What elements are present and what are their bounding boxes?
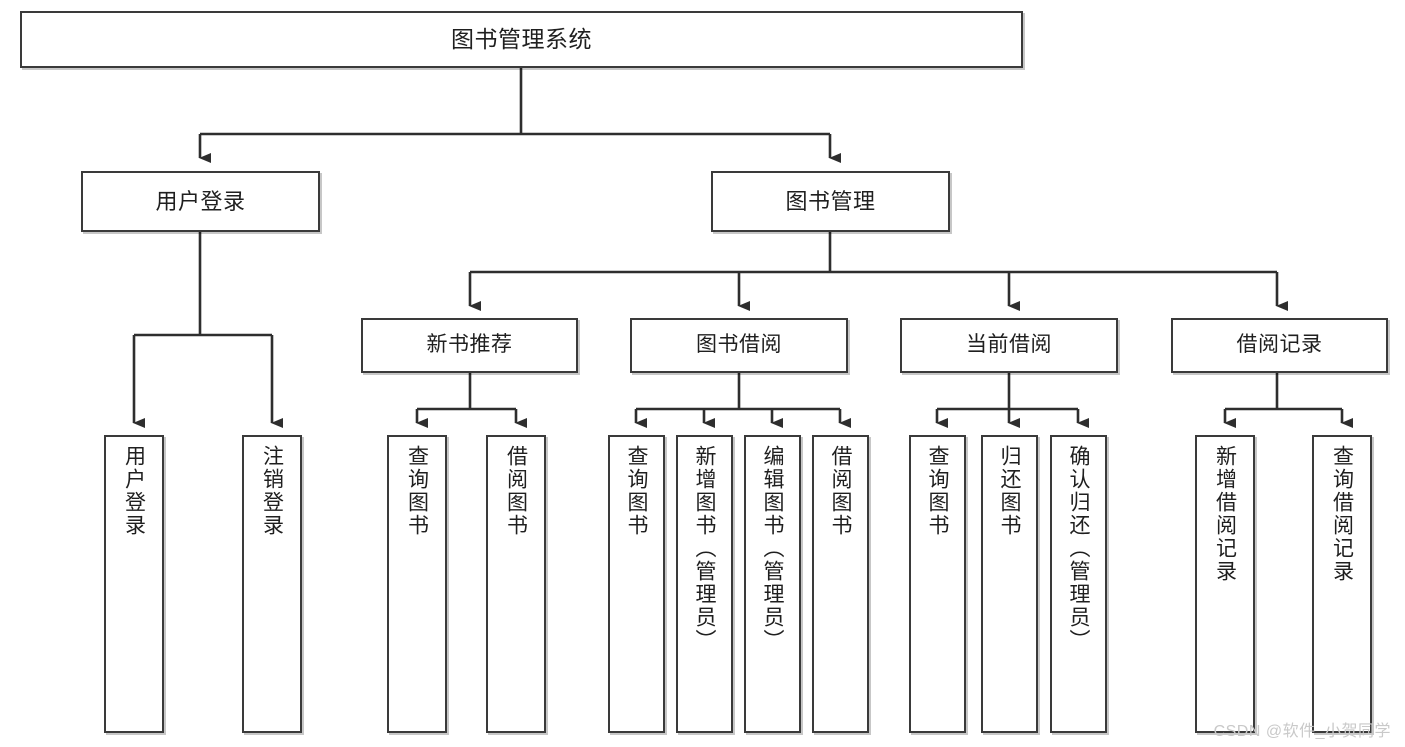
node-current-borrow[interactable]: 当前借阅 [900, 318, 1118, 373]
node-leaf-query-book-3[interactable]: 查询图书 [909, 435, 966, 733]
edge-new-book-rec-to-leaves [415, 373, 527, 428]
node-leaf-return-book-label: 归还图书 [998, 445, 1021, 537]
node-leaf-add-book-label: 新增图书（管理员） [693, 445, 716, 652]
node-leaf-borrow-book-2-label: 借阅图书 [829, 445, 852, 537]
node-leaf-query-book-2[interactable]: 查询图书 [608, 435, 665, 733]
edge-book-borrow-to-leaves [634, 373, 851, 428]
edge-book-manage-to-tier3 [468, 232, 1288, 311]
node-leaf-add-book[interactable]: 新增图书（管理员） [676, 435, 733, 733]
node-leaf-return-book[interactable]: 归还图书 [981, 435, 1038, 733]
node-borrow-record-label: 借阅记录 [1236, 333, 1323, 357]
node-book-manage[interactable]: 图书管理 [711, 171, 950, 232]
node-leaf-logout[interactable]: 注销登录 [242, 435, 302, 733]
node-current-borrow-label: 当前借阅 [966, 333, 1052, 357]
node-book-borrow[interactable]: 图书借阅 [630, 318, 848, 373]
node-leaf-borrow-book-1[interactable]: 借阅图书 [486, 435, 546, 733]
node-leaf-add-record[interactable]: 新增借阅记录 [1195, 435, 1255, 733]
node-leaf-borrow-book-1-label: 借阅图书 [504, 445, 528, 537]
edge-borrow-record-to-leaves [1223, 373, 1353, 428]
node-leaf-confirm-return-label: 确认归还（管理员） [1067, 445, 1090, 652]
node-leaf-query-record[interactable]: 查询借阅记录 [1312, 435, 1372, 733]
node-leaf-logout-label: 注销登录 [260, 445, 284, 537]
node-leaf-query-record-label: 查询借阅记录 [1330, 445, 1354, 583]
node-book-manage-label: 图书管理 [785, 188, 876, 214]
node-leaf-query-book-1-label: 查询图书 [405, 445, 429, 537]
node-leaf-query-book-3-label: 查询图书 [926, 445, 949, 537]
node-root[interactable]: 图书管理系统 [20, 11, 1023, 68]
edge-current-borrow-to-leaves [935, 373, 1089, 428]
node-leaf-edit-book[interactable]: 编辑图书（管理员） [744, 435, 801, 733]
node-leaf-confirm-return[interactable]: 确认归还（管理员） [1050, 435, 1107, 733]
edge-root-to-tier2 [198, 68, 841, 163]
node-leaf-user-login[interactable]: 用户登录 [104, 435, 164, 733]
node-book-borrow-label: 图书借阅 [696, 333, 782, 357]
node-leaf-add-record-label: 新增借阅记录 [1213, 445, 1237, 583]
node-new-book-rec-label: 新书推荐 [426, 333, 513, 357]
node-root-label: 图书管理系统 [451, 25, 592, 52]
node-borrow-record[interactable]: 借阅记录 [1171, 318, 1388, 373]
edge-user-login-to-leaves [132, 232, 283, 428]
node-leaf-borrow-book-2[interactable]: 借阅图书 [812, 435, 869, 733]
node-user-login-label: 用户登录 [155, 188, 246, 214]
node-user-login[interactable]: 用户登录 [81, 171, 320, 232]
node-leaf-query-book-2-label: 查询图书 [625, 445, 648, 537]
node-new-book-rec[interactable]: 新书推荐 [361, 318, 578, 373]
node-leaf-query-book-1[interactable]: 查询图书 [387, 435, 447, 733]
node-leaf-user-login-label: 用户登录 [122, 445, 146, 537]
node-leaf-edit-book-label: 编辑图书（管理员） [761, 445, 784, 652]
csdn-watermark: CSDN @软件_小贺同学 [1213, 723, 1391, 740]
